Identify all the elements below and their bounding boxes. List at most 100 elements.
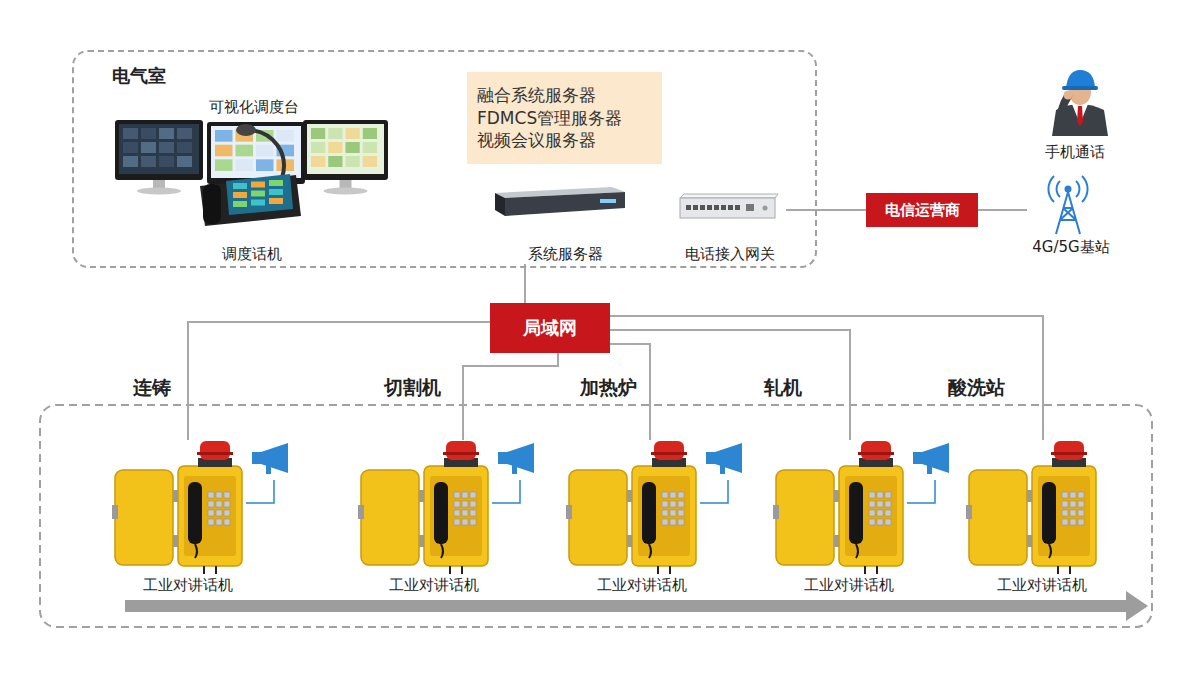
keypad-key (1062, 501, 1068, 507)
keypad-key (877, 492, 883, 498)
network-link (610, 330, 850, 440)
screen-key (233, 192, 247, 198)
monitor-base (324, 188, 368, 195)
keypad-key (454, 492, 460, 498)
dispatch-console: 可视化调度台 (114, 98, 394, 202)
keypad-key (1070, 492, 1076, 498)
screen-tile (141, 142, 156, 153)
keypad-key (1078, 510, 1084, 516)
screen-key (269, 198, 283, 204)
node-text: 工业对讲话机 (389, 576, 479, 595)
keypad-key (208, 501, 214, 507)
phone-housing (1032, 466, 1096, 566)
megaphone-handle (266, 465, 271, 474)
keypad-key (877, 519, 883, 525)
keypad-key (1078, 492, 1084, 498)
industrial-phone: 工业对讲话机 (966, 440, 1118, 595)
screen-tile (215, 159, 233, 171)
phone-handset (434, 482, 448, 544)
screen-tile (328, 142, 342, 153)
screen-tile (177, 156, 192, 167)
person-hand (1064, 91, 1073, 100)
megaphone-back (252, 452, 261, 464)
mobile-user: 手机通话 (1030, 62, 1120, 162)
industrial-phone-icon (966, 441, 1096, 574)
screen-tile (159, 142, 174, 153)
industrial-phone: 工业对讲话机 (773, 440, 925, 595)
industrial-phone-icon (773, 441, 949, 574)
phone-panel (1038, 476, 1090, 556)
gateway-port (693, 205, 698, 210)
node-text: 调度话机 (222, 245, 282, 264)
keypad-key (216, 510, 222, 516)
screen-key (251, 200, 265, 206)
keypad-key (224, 510, 230, 516)
screen-tile (346, 142, 360, 153)
node-text: 工业对讲话机 (997, 576, 1087, 595)
screen-tile (363, 128, 377, 139)
industrial-phone: 工业对讲话机 (112, 440, 264, 595)
person-tie (1077, 106, 1083, 126)
screen-tile (311, 128, 325, 139)
keypad-key (670, 519, 676, 525)
gateway-port (707, 205, 712, 210)
node-text: 电话接入网关 (685, 245, 775, 264)
phone-door (776, 470, 834, 565)
mic-head (236, 124, 256, 136)
keypad-key (470, 492, 476, 498)
screen-tile (311, 142, 325, 153)
keypad-key (1062, 519, 1068, 525)
cable (461, 566, 463, 574)
screen-tile (123, 128, 138, 139)
keypad-key (1070, 501, 1076, 507)
screen-tile (346, 128, 360, 139)
screen-tile (123, 156, 138, 167)
person-arm (1058, 96, 1068, 132)
phone-panel (845, 476, 897, 556)
megaphone-horn (507, 443, 534, 473)
cable (657, 566, 659, 574)
phone-door (969, 470, 1027, 565)
station-label: 轧机 (764, 375, 802, 401)
keypad-key (877, 510, 883, 516)
industrial-phone-icon (566, 441, 742, 574)
handset-cord (1049, 544, 1051, 558)
phone-panel (430, 476, 482, 556)
phone-body (200, 175, 301, 226)
door-hinge (773, 505, 779, 519)
tower-frame (1056, 192, 1080, 234)
node-text: 系统服务器 (528, 245, 603, 264)
keypad-key (662, 492, 668, 498)
keypad-key (470, 510, 476, 516)
server-side (495, 193, 505, 216)
screen-tile (159, 156, 174, 167)
keypad-key (208, 492, 214, 498)
beacon-ring (1051, 452, 1087, 455)
keypad-key (216, 519, 222, 525)
handset-cord (441, 544, 443, 558)
beacon-ring (651, 452, 687, 455)
network-link (463, 353, 558, 440)
keypad-key (885, 492, 891, 498)
screen-key (269, 180, 283, 186)
screen-tile (363, 156, 377, 167)
gooseneck-mic (250, 130, 284, 178)
keypad-key (470, 519, 476, 525)
beacon-ring (858, 452, 894, 455)
keypad-key (224, 501, 230, 507)
beacon-light (446, 441, 476, 460)
monitor-icon (115, 120, 203, 195)
phone-screen (226, 174, 293, 215)
keypad-key (454, 510, 460, 516)
beacon-light (861, 441, 891, 460)
gateway-port (721, 205, 726, 210)
handset-cord (649, 544, 651, 558)
keypad-key (208, 519, 214, 525)
gateway-top (680, 194, 778, 198)
keypad-key (216, 501, 222, 507)
keypad-key (670, 492, 676, 498)
phone-housing (424, 466, 488, 566)
screen-key (251, 182, 265, 188)
door-hinge (566, 505, 572, 519)
